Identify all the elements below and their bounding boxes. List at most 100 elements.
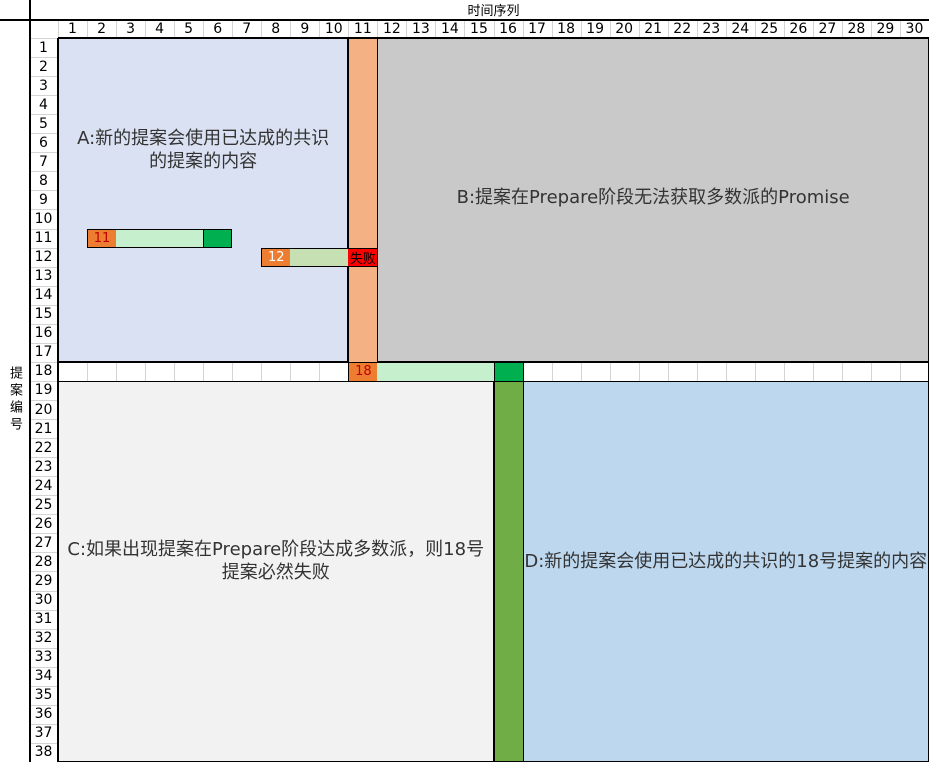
row-header: 8 bbox=[39, 172, 48, 189]
column-header: 27 bbox=[818, 20, 837, 37]
row-header: 25 bbox=[34, 496, 53, 513]
row-header: 5 bbox=[39, 115, 48, 132]
grid-line bbox=[261, 361, 263, 381]
grid-line bbox=[29, 133, 58, 135]
grid-line bbox=[609, 361, 611, 381]
grid-line bbox=[116, 19, 118, 38]
grid-line bbox=[203, 361, 205, 381]
grid-line bbox=[580, 361, 582, 381]
grid-line bbox=[551, 361, 553, 381]
column-header: 8 bbox=[271, 20, 281, 37]
region-a: A:新的提案会使用已达成的共识的提案的内容 bbox=[58, 38, 349, 362]
proposal-12-fail: 失败 bbox=[348, 247, 379, 267]
grid-line bbox=[29, 666, 58, 668]
column-header: 17 bbox=[528, 20, 546, 37]
grid-line bbox=[29, 171, 58, 173]
grid-line bbox=[29, 38, 58, 39]
grid-line bbox=[116, 361, 118, 381]
grid-line bbox=[406, 19, 408, 38]
proposal-18-label: 18 bbox=[348, 361, 378, 382]
grid-line bbox=[638, 361, 640, 381]
grid-line bbox=[29, 723, 58, 725]
column-header: 5 bbox=[184, 20, 194, 37]
grid-line bbox=[870, 361, 872, 381]
row-header: 24 bbox=[34, 477, 53, 494]
grid-line bbox=[29, 304, 58, 306]
grid-line bbox=[812, 361, 814, 381]
grid-line bbox=[29, 247, 58, 249]
grid-line bbox=[29, 209, 58, 211]
proposal-11-accept bbox=[203, 228, 233, 248]
row-header: 14 bbox=[34, 287, 53, 304]
column-header: 6 bbox=[213, 20, 223, 37]
grid-line bbox=[754, 19, 756, 38]
grid-line bbox=[203, 19, 205, 38]
grid-line bbox=[464, 19, 466, 38]
column-header: 16 bbox=[499, 20, 517, 37]
grid-line bbox=[174, 361, 176, 381]
row-header: 4 bbox=[39, 96, 48, 113]
grid-line bbox=[29, 342, 58, 344]
column-11-bar bbox=[348, 38, 379, 363]
column-header: 26 bbox=[789, 20, 808, 37]
grid-line bbox=[522, 19, 524, 38]
grid-line bbox=[29, 704, 58, 706]
grid-line bbox=[29, 533, 58, 535]
column-header: 29 bbox=[876, 20, 895, 37]
column-header: 25 bbox=[760, 20, 779, 37]
grid-line bbox=[696, 361, 698, 381]
proposal-12-label: 12 bbox=[261, 247, 291, 267]
grid-line bbox=[58, 19, 59, 38]
column-header: 9 bbox=[300, 20, 310, 37]
column-header: 30 bbox=[905, 20, 924, 37]
grid-line bbox=[29, 400, 58, 401]
grid-line bbox=[145, 19, 147, 38]
column-header: 1 bbox=[68, 20, 77, 37]
grid-line bbox=[29, 76, 58, 78]
column-header: 4 bbox=[155, 20, 165, 37]
grid-line bbox=[145, 361, 147, 381]
grid-line bbox=[261, 19, 263, 38]
grid-line bbox=[841, 361, 843, 381]
row-header: 11 bbox=[34, 230, 53, 247]
column-header: 20 bbox=[615, 20, 634, 37]
grid-line bbox=[29, 438, 58, 440]
column-header: 24 bbox=[731, 20, 750, 37]
grid-line bbox=[899, 361, 901, 381]
grid-line bbox=[29, 57, 58, 59]
grid-line bbox=[87, 19, 89, 38]
grid-line bbox=[841, 19, 843, 38]
grid-line bbox=[29, 228, 58, 230]
grid-line bbox=[232, 19, 234, 38]
grid-line bbox=[29, 190, 58, 192]
row-header: 34 bbox=[34, 668, 53, 685]
row-header: 30 bbox=[34, 592, 53, 609]
row-header: 32 bbox=[34, 630, 53, 647]
grid-line bbox=[609, 19, 611, 38]
grid-line bbox=[290, 361, 292, 381]
row-header: 37 bbox=[34, 725, 53, 742]
row-header: 13 bbox=[34, 268, 53, 285]
column-16-bar bbox=[493, 380, 524, 762]
column-header: 3 bbox=[126, 20, 136, 37]
column-header: 2 bbox=[97, 20, 106, 37]
column-header: 15 bbox=[470, 20, 488, 37]
grid-line bbox=[29, 95, 58, 97]
row-header: 23 bbox=[34, 458, 53, 475]
grid-line bbox=[899, 19, 901, 38]
border-line bbox=[0, 19, 929, 21]
row-header: 12 bbox=[34, 249, 53, 266]
grid-line bbox=[377, 19, 379, 38]
grid-line bbox=[29, 609, 58, 611]
row-header: 3 bbox=[39, 77, 48, 94]
grid-line bbox=[29, 590, 58, 592]
row-header: 27 bbox=[34, 534, 53, 551]
row-header: 1 bbox=[39, 39, 48, 56]
row-header: 9 bbox=[39, 191, 48, 208]
grid-line bbox=[29, 323, 58, 325]
region-c: C:如果出现提案在Prepare阶段达成多数派，则18号提案必然失败 bbox=[58, 380, 494, 762]
row-header: 36 bbox=[34, 706, 53, 723]
grid-line bbox=[29, 152, 58, 154]
column-header: 11 bbox=[353, 20, 372, 37]
row-header: 29 bbox=[34, 572, 53, 589]
